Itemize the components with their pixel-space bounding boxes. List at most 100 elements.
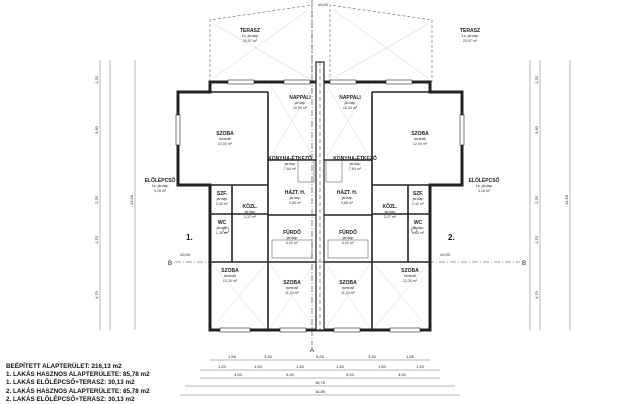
- dim-text: 4,00: [234, 372, 243, 377]
- dim-text: 1,20: [94, 75, 99, 84]
- dim-text: 1,70: [534, 235, 539, 244]
- room-name: HÁZT. H.: [285, 189, 306, 196]
- room-name: SZF.: [413, 191, 424, 197]
- room-name: WC: [218, 220, 227, 226]
- summary-line: 1. LAKÁS ELŐLÉPCSŐ+TERASZ: 30,13 m2: [6, 379, 135, 387]
- room-sub: járólap: [216, 197, 228, 201]
- dim-text: 1,50: [336, 364, 345, 369]
- room-name: WC: [414, 220, 423, 226]
- room-sub: járólap: [342, 236, 354, 240]
- room-sub: laminált: [414, 137, 426, 141]
- room-sub: 16,04 m²: [293, 106, 308, 110]
- section-lines: [175, 0, 520, 345]
- room-name: SZOBA: [401, 268, 419, 274]
- room-name: KONYHA-ÉTKEZŐ: [333, 154, 377, 162]
- room-sub: járólap: [286, 236, 298, 240]
- summary-line: BEÉPÍTETT ALAPTERÜLET: 216,13 m2: [6, 363, 122, 370]
- room-name: TERASZ: [240, 28, 260, 34]
- room-sub: 2,40 m²: [216, 202, 229, 206]
- windows: [175, 79, 465, 333]
- bottom-dimensions: 1,55 3,30 5,25 3,30 1,55 1,20 1,50 1,50 …: [218, 354, 425, 394]
- room-sub: 2,40 m²: [412, 202, 425, 206]
- living-floor-marks: [211, 83, 429, 329]
- room-sub: járólap: [341, 196, 353, 200]
- room-sub: laminált: [342, 286, 354, 290]
- room-sub: járólap: [289, 196, 301, 200]
- room-name: KONYHA-ÉTKEZŐ: [268, 154, 312, 162]
- unit-number-2: 2.: [448, 233, 455, 242]
- dim-text: 1,55: [406, 354, 415, 359]
- dimension-lines: [99, 60, 571, 396]
- room-name: KÖZL.: [383, 203, 399, 210]
- summary-line: 1. LAKÁS HASZNOS ALAPTERÜLETE: 85,78 m2: [6, 371, 150, 379]
- dim-text: 1,20: [534, 75, 539, 84]
- room-name: KÖZL.: [243, 203, 259, 210]
- room-sub: 16,04 m²: [343, 106, 358, 110]
- room-sub: járólap: [349, 162, 361, 166]
- room-sub: 12,30 m²: [223, 279, 238, 283]
- dim-text: 4,70: [94, 290, 99, 299]
- dim-text: 1,70: [94, 235, 99, 244]
- room-sub: járólap: [344, 101, 356, 105]
- room-sub: 6,02 m²: [286, 241, 299, 245]
- room-name: TERASZ: [460, 28, 480, 34]
- room-sub: laminált: [286, 286, 298, 290]
- room-sub: 3,85 m²: [289, 201, 302, 205]
- room-name: NAPPALI: [289, 95, 311, 101]
- room-name: SZOBA: [411, 131, 429, 137]
- dim-text: 2,25: [94, 195, 99, 204]
- summary-line: 2. LAKÁS HASZNOS ALAPTERÜLETE: 85,78 m2: [6, 387, 150, 395]
- dim-text: 16,85: [315, 389, 326, 394]
- dim-text: 13,50: [129, 194, 134, 205]
- room-sub: 1,35 m²: [412, 231, 425, 235]
- room-name: HÁZT. H.: [337, 189, 358, 196]
- dim-text: 2,25: [534, 195, 539, 204]
- room-name: ELŐLÉPCSŐ: [145, 176, 176, 184]
- room-sub: 12,00 m²: [218, 142, 233, 146]
- room-sub: járólap: [244, 210, 256, 214]
- room-sub: 7,64 m²: [284, 167, 297, 171]
- dim-text: 3,30: [264, 354, 273, 359]
- dim-text: 3,60: [94, 125, 99, 134]
- dim-text: 5,20: [346, 372, 355, 377]
- room-sub: 1a. járólap: [152, 184, 169, 188]
- room-sub: laminált: [404, 274, 416, 278]
- dim-text: 15,75: [315, 380, 326, 385]
- section-mark-a: A: [310, 348, 314, 354]
- dim-text: 4,70: [534, 290, 539, 299]
- party-wall: [315, 61, 325, 331]
- room-name: SZOBA: [283, 280, 301, 286]
- dim-text: 1,50: [378, 364, 387, 369]
- dim-text: 1,20: [416, 364, 425, 369]
- room-sub: 7,64 m²: [349, 167, 362, 171]
- room-name: FÜRDŐ: [339, 229, 357, 236]
- room-name: SZOBA: [216, 131, 234, 137]
- room-sub: járólap: [216, 226, 228, 230]
- terrace-outline: [209, 4, 433, 82]
- room-sub: 4,18 m²: [154, 189, 167, 193]
- room-name: SZF.: [217, 191, 228, 197]
- elevation-left: ±0,00: [180, 252, 191, 257]
- room-sub: 1a. járólap: [242, 34, 259, 38]
- dim-text: 1,50: [254, 364, 263, 369]
- room-name: SZOBA: [339, 280, 357, 286]
- unit-labels: 1. 2. B B A ±0,00 ±0,00 ±0,00: [168, 2, 526, 354]
- room-sub: 3,37 m²: [384, 215, 397, 219]
- dim-text: 5,25: [316, 354, 325, 359]
- room-sub: 12,30 m²: [403, 279, 418, 283]
- room-sub: 20,07 m²: [463, 39, 478, 43]
- section-mark-b-left: B: [168, 261, 172, 267]
- room-name: NAPPALI: [339, 95, 361, 101]
- room-sub: laminált: [224, 274, 236, 278]
- room-sub: 11,20 m²: [285, 291, 300, 295]
- dim-text: 1,55: [228, 354, 237, 359]
- dim-text: 4,00: [398, 372, 407, 377]
- dim-text: 3,60: [534, 125, 539, 134]
- kitchen-counters: [297, 159, 343, 183]
- dim-text: 3,30: [368, 354, 377, 359]
- room-sub: járólap: [412, 226, 424, 230]
- dim-text: 13,50: [564, 194, 569, 205]
- room-sub: 3,37 m²: [244, 215, 257, 219]
- room-sub: laminált: [219, 137, 231, 141]
